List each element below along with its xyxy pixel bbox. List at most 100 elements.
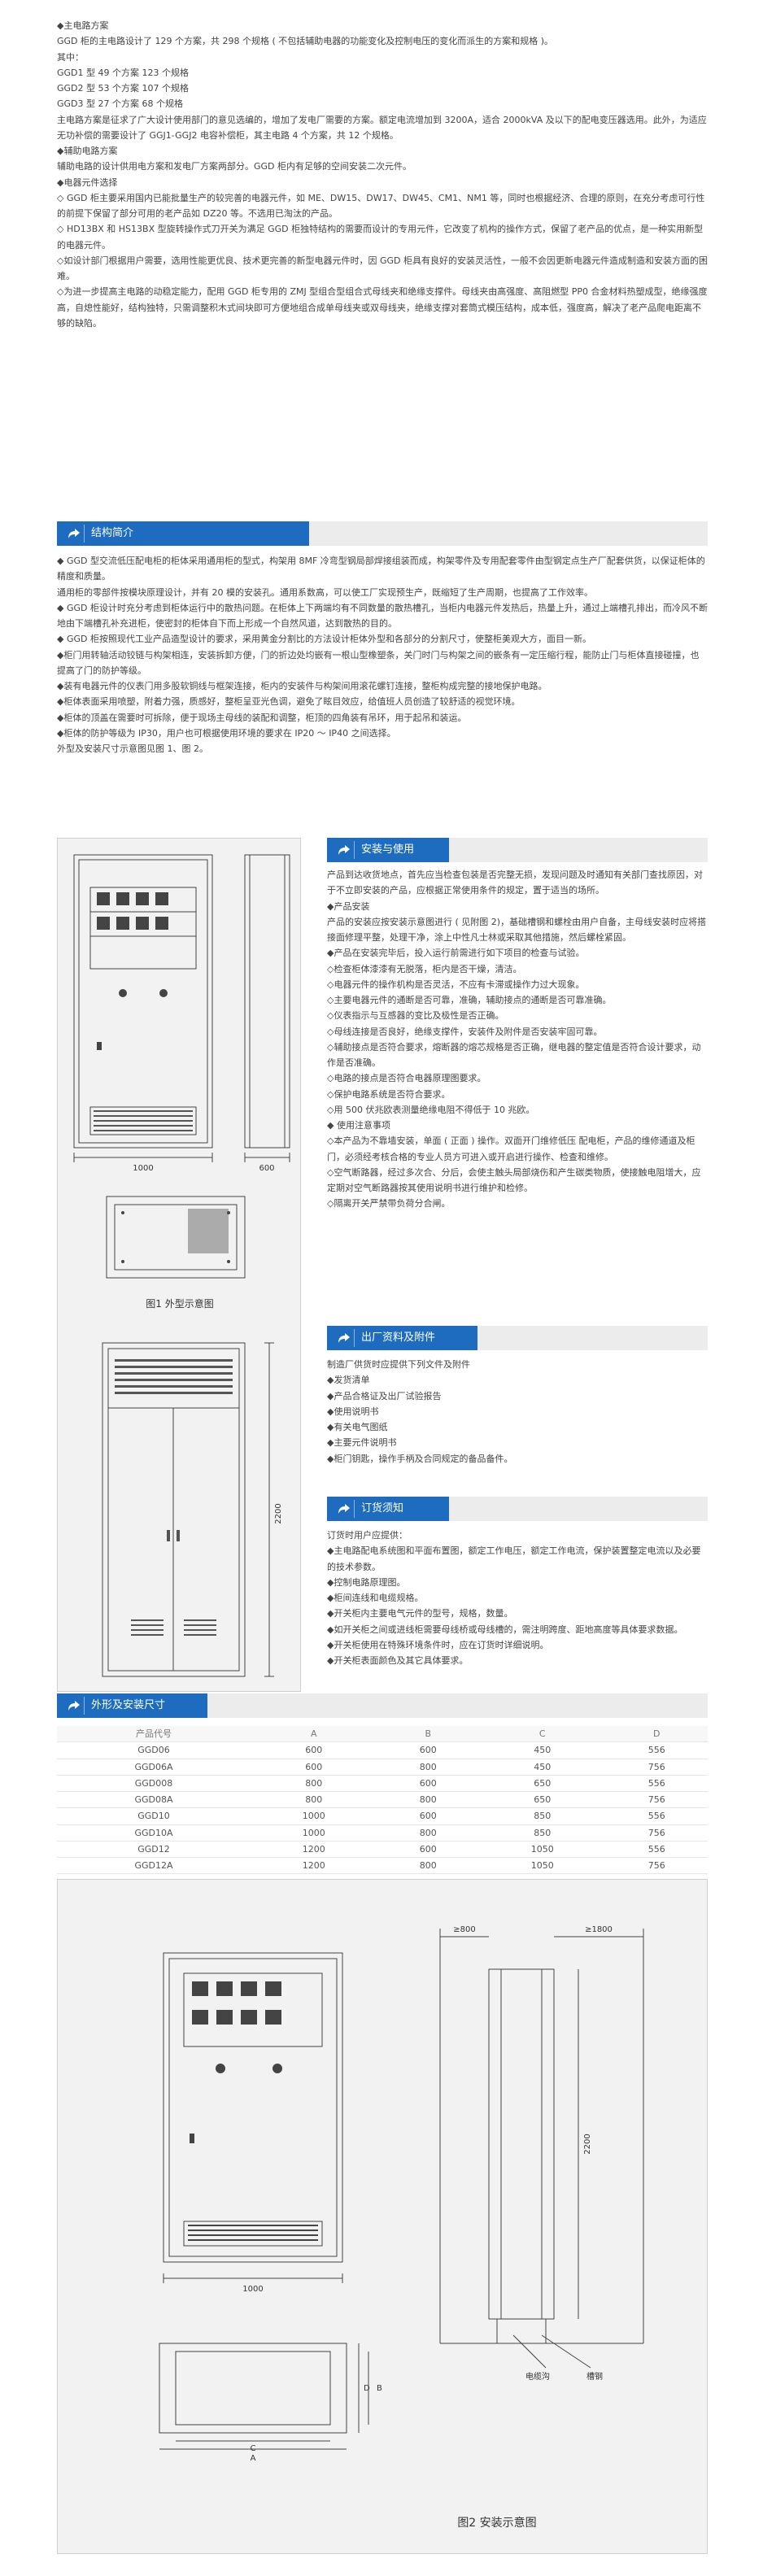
table-cell: 850: [478, 1824, 606, 1842]
install-para: ◇电路的接点是否符合电器原理图要求。: [327, 1073, 486, 1084]
section-tag: 外形及安装尺寸: [57, 1693, 207, 1718]
install-para: ◇检查柜体漆漆有无脱落，柜内是否干燥，清洁。: [327, 963, 522, 974]
figure-2-box: 1000 ≥800 ≥1800 2200 电缆沟 槽钢: [57, 1879, 708, 2554]
dim-width-label: 1000: [133, 1164, 153, 1173]
table-cell: 556: [605, 1841, 708, 1859]
section-header-structure: 结构简介: [57, 521, 708, 546]
table-cell: 556: [605, 1807, 708, 1825]
docs-intro: 制造厂供货时应提供下列文件及附件: [327, 1359, 470, 1370]
table-cell: 1000: [250, 1807, 377, 1825]
docs-item: ◆有关电气图纸: [327, 1422, 388, 1432]
arrow-share-icon: [63, 525, 85, 543]
col-header: A: [250, 1726, 377, 1743]
install-para: ◆ 使用注意事项: [327, 1120, 390, 1131]
main-scheme-title: ◆主电路方案: [57, 20, 109, 31]
install-para: ◇母线连接是否良好，绝缘支撑件，安装件及附件是否安装牢固可靠。: [327, 1026, 603, 1037]
install-para: ◆产品在安装完毕后，投入运行前需进行如下项目的检查与试验。: [327, 948, 585, 959]
order-item: ◆主电路配电系统图和平面布置图，额定工作电压，额定工作电流，保护装置整定电流以及…: [327, 1545, 701, 1572]
dim-a-label: A: [251, 2454, 256, 2463]
structure-para: ◆柜门用转轴活动铰链与构架相连，安装拆卸方便，门的折边处均嵌有一根山型橡塑条，关…: [57, 649, 700, 676]
comp-title: ◆电器元件选择: [57, 177, 118, 188]
structure-para: 外型及安装尺寸示意图见图 1、图 2。: [57, 743, 208, 754]
install-para: ◇辅助接点是否符合要求，熔断器的熔芯规格是否正确，继电器的整定值是否符合设计要求…: [327, 1041, 701, 1068]
install-para: ◇保护电路系统是否符合要求。: [327, 1088, 451, 1100]
structure-para: ◆ GGD 型交流低压配电柜的柜体采用通用柜的型式，构架用 8MF 冷弯型钢局部…: [57, 556, 705, 582]
section-header-dims: 外形及安装尺寸: [57, 1693, 708, 1718]
docs-item: ◆使用说明书: [327, 1406, 379, 1417]
section-tag: 结构简介: [57, 521, 309, 546]
aux-desc: 辅助电路的设计供用电方案和发电厂方案两部分。GGD 柜内有足够的空间安装二次元件…: [57, 161, 412, 172]
dim-d-label: D: [364, 2384, 370, 2393]
table-cell: 600: [377, 1841, 479, 1859]
order-item: ◆开关柜内主要电气元件的型号，规格，数量。: [327, 1608, 513, 1619]
cabinet-outline-drawing: 1000 600 图1 外型示意图: [73, 854, 290, 1677]
install-para: ◇本产品为不靠墙安装，单面 ( 正面 ) 操作。双面开门维修低压 配电柜，产品的…: [327, 1135, 695, 1162]
table-cell: 600: [250, 1741, 377, 1759]
among-label: 其中：: [57, 51, 84, 63]
structure-para: ◆装有电器元件的仪表门用多股软铜线与框架连接，柜内的安装件与构架间用滚花螺钉连接…: [57, 681, 547, 691]
table-cell: 556: [605, 1741, 708, 1759]
section-title: 结构简介: [91, 526, 134, 539]
table-header-row: 产品代号 A B C D: [57, 1726, 708, 1743]
table-cell: 800: [377, 1824, 479, 1842]
structure-para: ◆ GGD 柜设计时充分考虑到柜体运行中的散热问题。在柜体上下两端均有不同数量的…: [57, 602, 708, 629]
structure-text: ◆ GGD 型交流低压配电柜的柜体采用通用柜的型式，构架用 8MF 冷弯型钢局部…: [57, 553, 708, 756]
arrow-share-icon: [334, 1500, 355, 1518]
comp-item: ◇ HD13BX 和 HS13BX 型旋转操作式刀开关为满足 GGD 柜独特结构…: [57, 224, 704, 251]
table-cell: 850: [478, 1807, 606, 1825]
table-cell: 800: [377, 1759, 479, 1776]
order-item: ◆开关柜表面颜色及其它具体要求。: [327, 1655, 469, 1666]
table-cell: 556: [605, 1775, 708, 1793]
table-cell: GGD06: [57, 1741, 251, 1759]
table-cell: GGD12A: [57, 1857, 251, 1875]
structure-para: ◆ GGD 柜按照现代工业产品造型设计的要求，采用黄金分割比的方法设计柜体外型和…: [57, 634, 591, 645]
main-scheme-note: 主电路方案是征求了广大设计使用部门的意见选编的，增加了发电厂需要的方案。额定电流…: [57, 114, 707, 141]
table-cell: 450: [478, 1741, 606, 1759]
fig2-height-label: 2200: [583, 2134, 592, 2154]
structure-para: ◆柜体的防护等级为 IP30，用户也可根据使用环境的要求在 IP20 ～ IP4…: [57, 727, 396, 739]
ggd3-line: GGD3 型 27 个方案 68 个规格: [57, 98, 183, 110]
order-item: ◆开关柜使用在特殊环境条件时，应在订货时详细说明。: [327, 1639, 549, 1650]
main-scheme-desc: GGD 柜的主电路设计了 129 个方案，共 298 个规格 ( 不包括辅助电器…: [57, 36, 554, 47]
table-cell: GGD10A: [57, 1824, 251, 1842]
table-cell: 650: [478, 1791, 606, 1809]
cable-duct-label: 电缆沟: [525, 2371, 550, 2382]
table-cell: GGD10: [57, 1807, 251, 1825]
table-cell: 1200: [250, 1857, 377, 1875]
table-cell: GGD12: [57, 1841, 251, 1859]
install-para: ◇仪表指示与互感器的变比及极性是否正确。: [327, 1010, 504, 1022]
docs-item: ◆柜门钥匙，操作手柄及合同规定的备品备件。: [327, 1453, 513, 1464]
docs-text: 制造厂供货时应提供下列文件及附件 ◆发货清单 ◆产品合格证及出厂试验报告 ◆使用…: [327, 1357, 708, 1467]
install-para: ◇电器元件的操作机构是否灵活，不应有卡滞或操作力过大现象。: [327, 979, 585, 990]
aux-title: ◆辅助电路方案: [57, 146, 118, 156]
install-para: ◇主要电器元件的通断是否可靠，准确，辅助接点的通断是否可靠准确。: [327, 995, 612, 1005]
table-cell: 800: [377, 1791, 479, 1809]
table-cell: 756: [605, 1791, 708, 1809]
arrow-share-icon: [334, 1329, 355, 1347]
order-item: ◆柜间连线和电缆规格。: [327, 1593, 424, 1603]
section-title: 安装与使用: [361, 843, 415, 856]
section-tag: 安装与使用: [327, 838, 449, 862]
comp-item: ◇ GGD 柜主要采用国内已能批量生产的较完善的电器元件，如 ME、DW15、D…: [57, 192, 705, 219]
table-cell: 600: [377, 1775, 479, 1793]
table-cell: 756: [605, 1824, 708, 1842]
table-cell: 600: [250, 1759, 377, 1776]
dim-depth-label: 600: [259, 1164, 274, 1173]
order-item: ◆如开关柜之间或进线柜需要母线桥或母线槽的，需注明跨度、距地高度等具体要求数据。: [327, 1624, 683, 1635]
section-title: 订货须知: [361, 1502, 404, 1515]
install-text: 产品到达收货地点，首先应当检查包装是否完整无损，发现问题及时通知有关部门查找原因…: [327, 867, 708, 1212]
table-cell: 450: [478, 1759, 606, 1776]
section-header-install: 安装与使用: [327, 838, 708, 862]
dim-height-label: 2200: [274, 1503, 283, 1523]
order-text: 订货时用户应提供： ◆主电路配电系统图和平面布置图，额定工作电压，额定工作电流，…: [327, 1528, 708, 1668]
table-cell: 1200: [250, 1841, 377, 1859]
table-cell: GGD008: [57, 1775, 251, 1793]
table-cell: 1000: [250, 1824, 377, 1842]
arrow-share-icon: [334, 841, 355, 859]
